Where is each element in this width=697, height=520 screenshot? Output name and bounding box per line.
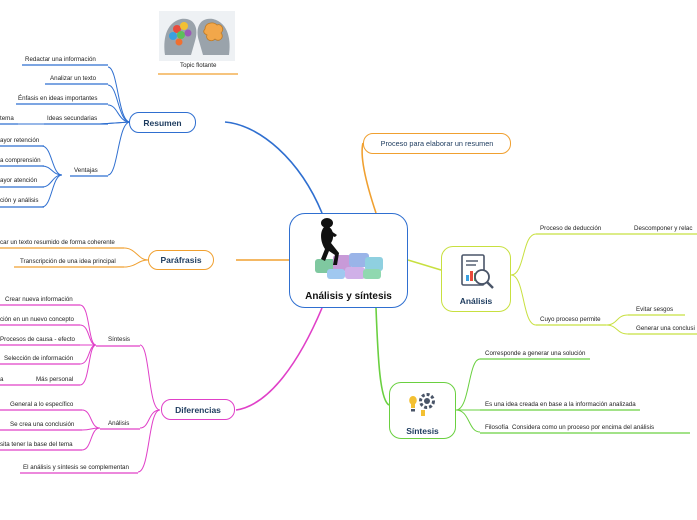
analisis-subconnectors [510,233,697,335]
dif-sintesis-4[interactable]: Selección de información [4,355,74,362]
floating-topic-label[interactable]: Topic flotante [180,62,217,69]
analisis-node[interactable]: Análisis [441,246,511,312]
resumen-underlines [0,64,108,208]
gear-bulb-icon [409,393,435,416]
analisis-deduccion-child[interactable]: Descomponer y relac [634,225,693,232]
central-topic-title: Análisis y síntesis [305,291,392,302]
diferencias-title: Diferencias [175,404,221,415]
connector-center-diferencias [235,307,323,411]
analisis-permite-child-1[interactable]: Evitar sesgos [636,306,674,313]
parafrasis-title: Paráfrasis [160,255,202,265]
diferencias-analisis-label[interactable]: Análisis [108,420,130,427]
central-topic-node[interactable]: Análisis y síntesis [289,213,408,308]
parafrasis-subconnectors [0,247,149,268]
dif-sintesis-3[interactable]: Procesos de causa - efecto [0,336,75,343]
dif-sintesis-5[interactable]: Más personal [36,376,74,383]
ventaja-1[interactable]: ayor retención [0,137,40,144]
dif-analisis-3[interactable]: sita tener la base del tema [0,441,73,448]
sintesis-filosofia-child[interactable]: Considera como un proceso por encima del… [512,424,655,431]
floating-topic-image [159,11,235,61]
dif-sintesis-left[interactable]: a [0,376,4,383]
connector-center-sintesis [375,307,390,406]
proceso-node[interactable]: Proceso para elaborar un resumen [363,133,511,154]
analisis-deduccion[interactable]: Proceso de deducción [540,225,602,232]
resumen-node[interactable]: Resumen [129,112,196,133]
resumen-subconnectors [0,66,131,208]
analisis-permite[interactable]: Cuyo proceso permite [540,316,601,323]
resumen-item-1[interactable]: Redactar una información [25,56,96,63]
sintesis-item-1[interactable]: Corresponde a generar una solución [485,350,586,357]
resumen-ideas-left[interactable]: tema [0,115,14,122]
dif-sintesis-1[interactable]: Crear nueva información [5,296,73,303]
parafrasis-item-2[interactable]: Transcripción de una idea principal [20,258,116,265]
ventaja-2[interactable]: a comprensión [0,157,41,164]
proceso-title: Proceso para elaborar un resumen [380,139,494,148]
resumen-item-4[interactable]: Ideas secundarias [47,115,98,122]
resumen-item-3[interactable]: Énfasis en ideas importantes [18,95,98,102]
diferencias-node[interactable]: Diferencias [161,399,235,420]
brain-heads-icon [164,18,230,55]
resumen-item-5[interactable]: Ventajas [74,167,98,174]
diferencias-underlines [0,304,140,474]
resumen-item-2[interactable]: Analizar un texto [50,75,97,82]
connector-center-analisis [407,259,442,271]
resumen-title: Resumen [143,117,182,128]
sintesis-item-3[interactable]: Filosofía [485,424,509,431]
parafrasis-node[interactable]: Paráfrasis [148,250,214,270]
dif-analisis-2[interactable]: Se crea una conclusión [10,421,75,428]
sintesis-item-2[interactable]: Es una idea creada en base a la informac… [485,401,636,408]
analisis-permite-child-2[interactable]: Generar una conclusi [636,325,695,332]
diferencias-subconnectors [79,304,161,473]
sintesis-subconnectors [455,358,690,434]
sintesis-title: Síntesis [406,426,439,436]
ventaja-4[interactable]: ción y análisis [0,197,39,204]
connector-center-proceso [361,142,377,214]
diferencias-complement[interactable]: El análisis y síntesis se complementan [23,464,129,471]
report-analysis-icon [461,254,494,289]
diferencias-sintesis-label[interactable]: Síntesis [108,336,131,343]
analisis-title: Análisis [459,296,493,306]
sintesis-node[interactable]: Síntesis [389,382,456,439]
thinker-puzzle-icon [315,218,383,279]
dif-analisis-1[interactable]: General a lo específico [10,401,74,408]
parafrasis-item-1[interactable]: car un texto resumido de forma coherente [0,239,115,246]
connector-center-resumen [224,121,323,214]
ventaja-3[interactable]: ayor atención [0,177,38,184]
dif-sintesis-2[interactable]: ción en un nuevo concepto [0,316,74,323]
